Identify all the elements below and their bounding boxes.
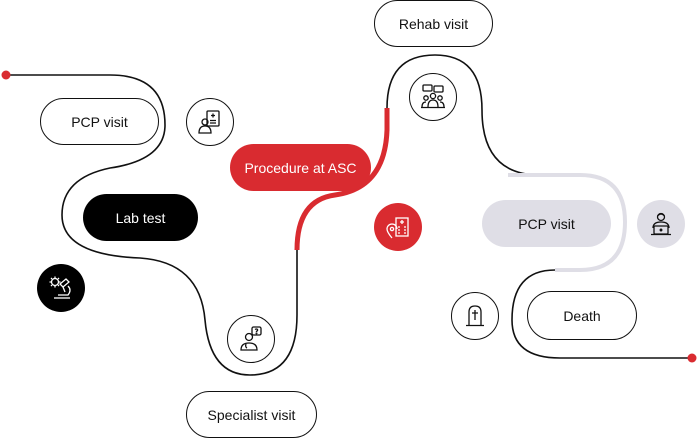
journey-end-dot bbox=[687, 353, 697, 363]
group-consult-icon bbox=[409, 73, 457, 121]
microscope-icon bbox=[37, 264, 85, 312]
step-lab-test: Lab test bbox=[83, 194, 198, 241]
journey-line-procedure bbox=[294, 108, 390, 251]
journey-line-end bbox=[511, 269, 692, 359]
step-procedure-at-asc: Procedure at ASC bbox=[230, 144, 371, 191]
hospital-location-icon bbox=[374, 203, 422, 251]
journey-line-start bbox=[6, 74, 298, 376]
doctor-question-icon bbox=[227, 315, 275, 363]
step-rehab-visit: Rehab visit bbox=[374, 0, 493, 47]
step-pcp-visit-followup: PCP visit bbox=[482, 200, 611, 247]
medical-record-icon bbox=[186, 98, 234, 146]
tombstone-icon bbox=[451, 292, 499, 340]
journey-start-dot bbox=[1, 70, 11, 80]
doctor-laptop-icon bbox=[637, 200, 685, 248]
journey-line-pcp bbox=[508, 173, 628, 272]
journey-line-rehab bbox=[386, 54, 541, 176]
step-specialist-visit: Specialist visit bbox=[186, 391, 317, 438]
step-death: Death bbox=[527, 291, 637, 340]
step-pcp-visit: PCP visit bbox=[40, 98, 159, 145]
